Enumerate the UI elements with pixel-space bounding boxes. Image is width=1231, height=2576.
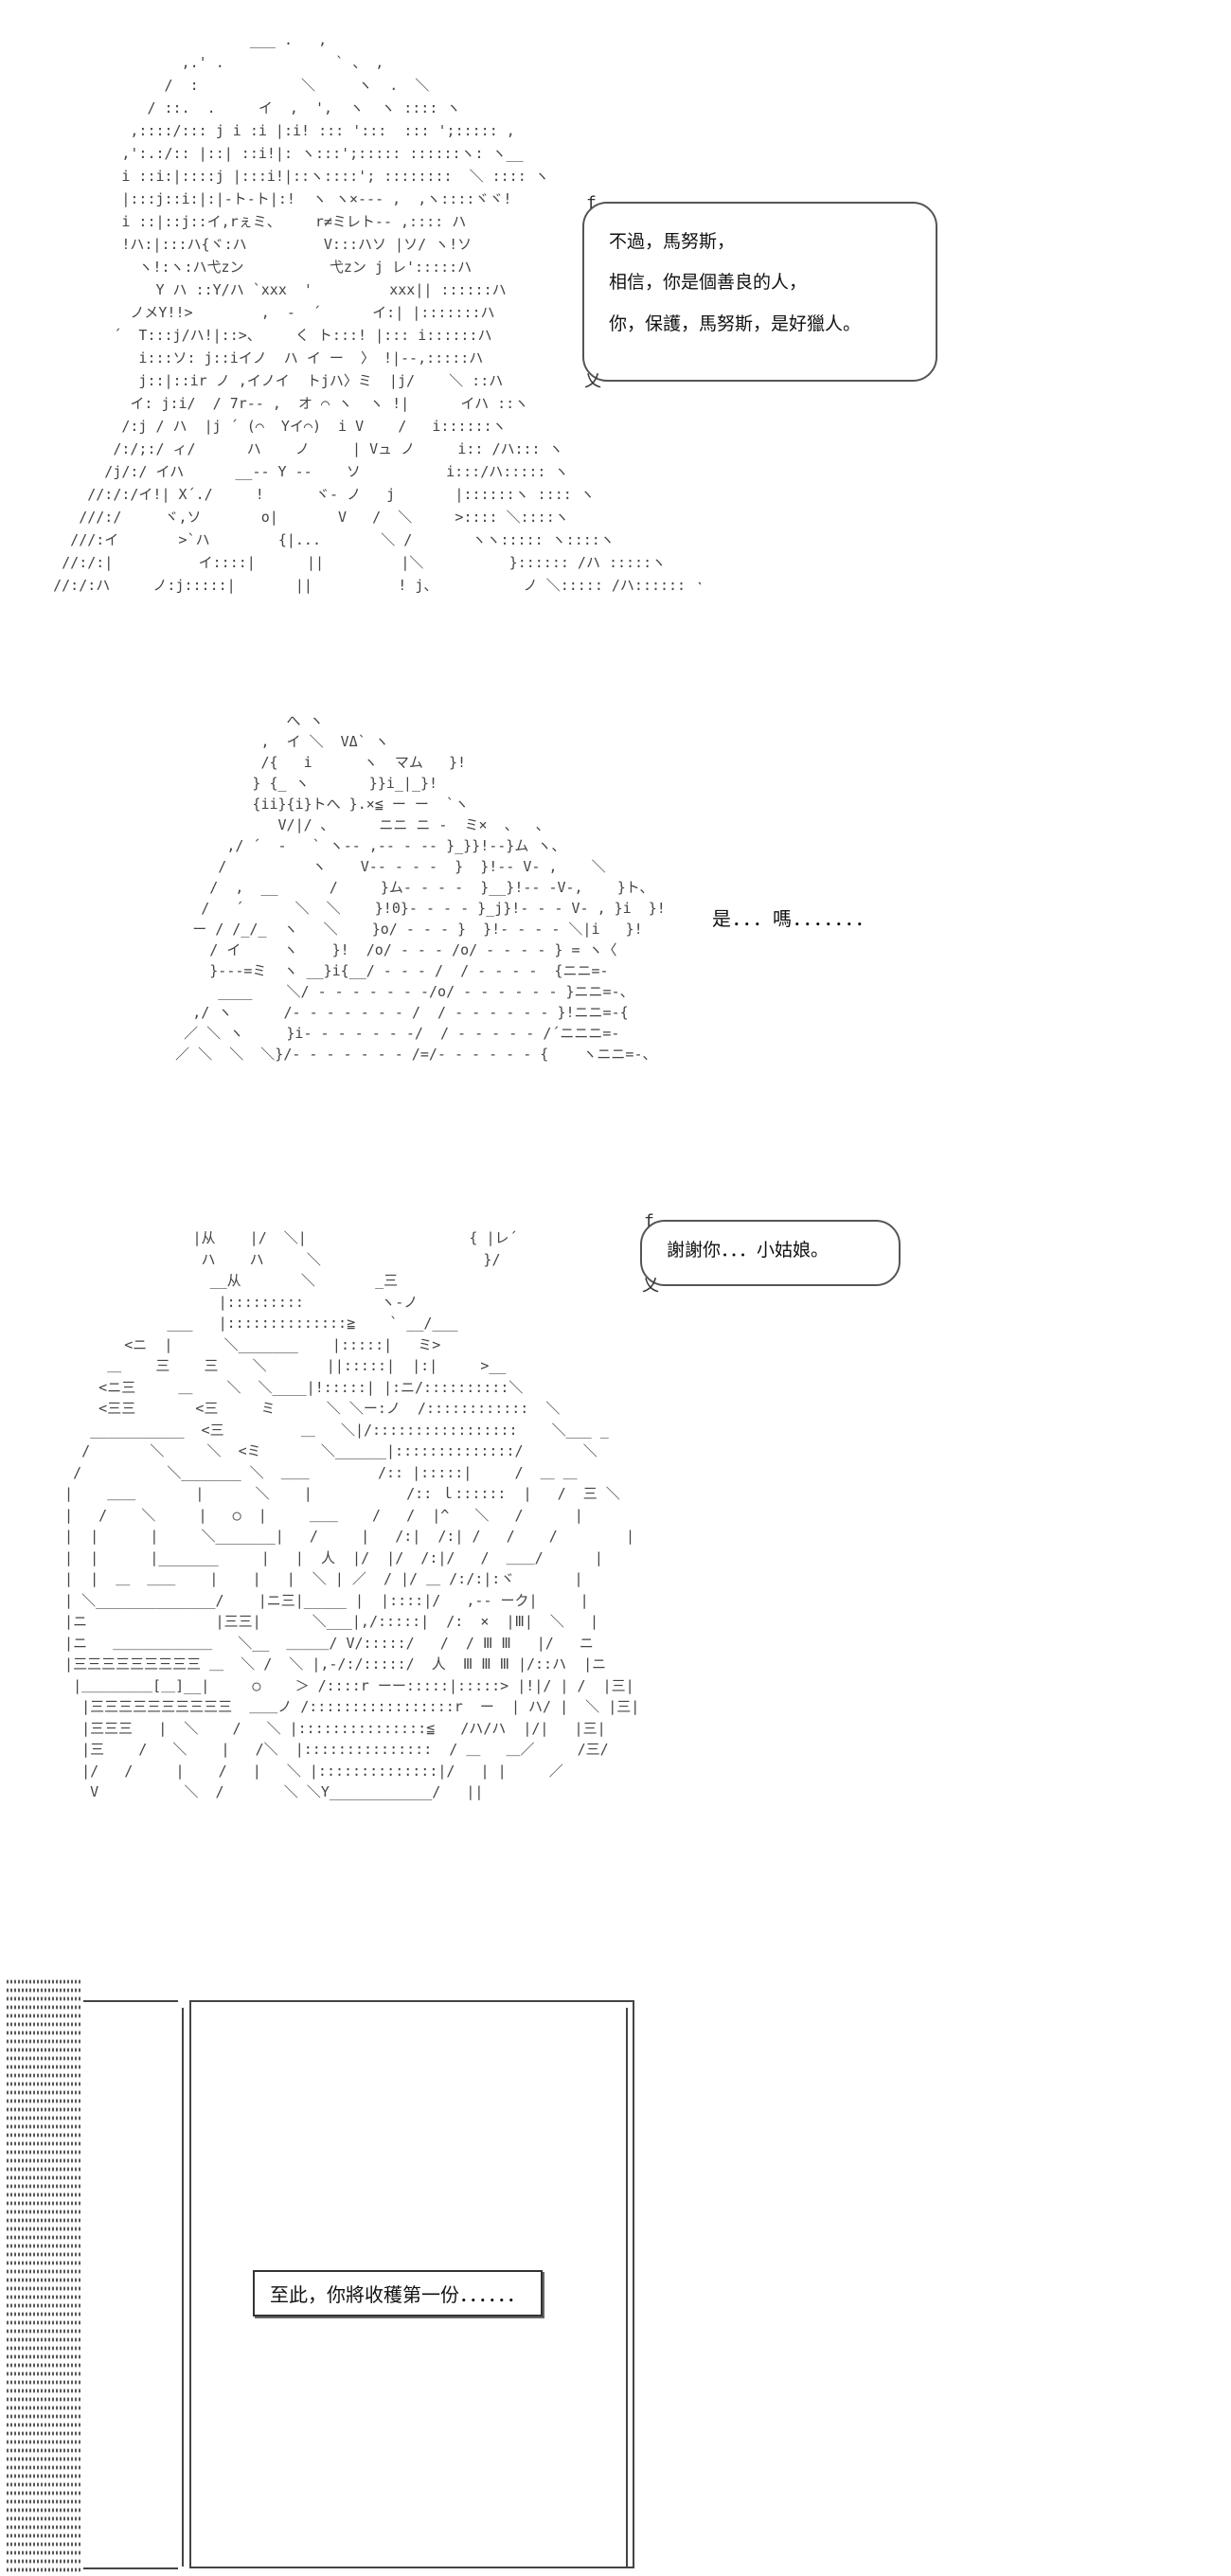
bubble-corner-mark: f — [644, 1211, 654, 1231]
speech-line: 你，保護，馬努斯，是好獵人。 — [609, 313, 862, 334]
speech-text-2: 是．．．嗎．．．．．．． — [712, 907, 875, 930]
frame-top-line-left — [83, 2000, 178, 2002]
panel-1: ___ . , ,.' . ` 、 , / : ＼ ヽ . ＼ / ::. . … — [0, 0, 1231, 682]
ascii-art-ruined-cityscape: |从 |/ ＼| { |レ´ ハ ハ ＼ }/ __从 ＼ _三 |::::::… — [64, 1229, 640, 1800]
ascii-art-girl-portrait: ___ . , ,.' . ` 、 , / : ＼ ヽ . ＼ / ::. . … — [53, 31, 701, 594]
speech-line: 相信，你是個善良的人， — [609, 272, 808, 294]
frame-bottom-line-left — [83, 2567, 178, 2569]
frame-inner-left-rule — [182, 2008, 184, 2567]
panel-4: 至此，你將收穫第一份．．．．．． — [0, 1960, 1231, 2576]
speech-line: 謝謝你．．．小姑娘。 — [667, 1240, 830, 1261]
frame-inner-right-rule — [626, 2008, 628, 2567]
speech-bubble-1: f 不過，馬努斯， 相信，你是個善良的人， 你，保護，馬努斯，是好獵人。 乂 — [582, 193, 937, 391]
dotted-side-border — [6, 1977, 81, 2574]
panel-2: へ ヽ , イ ＼ VΔ` ヽ /{ i ヽ マム }! } {_ ヽ }}i_… — [0, 682, 1231, 1174]
speech-line: 不過，馬努斯， — [609, 231, 736, 252]
bubble-corner-mark: f — [586, 193, 597, 213]
narration-caption: 至此，你將收穫第一份．．．．．． — [253, 2270, 543, 2317]
bubble-tail-mark: 乂 — [584, 371, 601, 392]
story-frame — [189, 2000, 634, 2568]
speech-bubble-3: f 謝謝你．．．小姑娘。 乂 — [640, 1211, 901, 1296]
ascii-art-veiled-figure: へ ヽ , イ ＼ VΔ` ヽ /{ i ヽ マム }! } {_ ヽ }}i_… — [175, 712, 666, 1063]
panel-3: |从 |/ ＼| { |レ´ ハ ハ ＼ }/ __从 ＼ _三 |::::::… — [0, 1193, 1231, 1951]
bubble-tail-mark: 乂 — [642, 1276, 659, 1297]
